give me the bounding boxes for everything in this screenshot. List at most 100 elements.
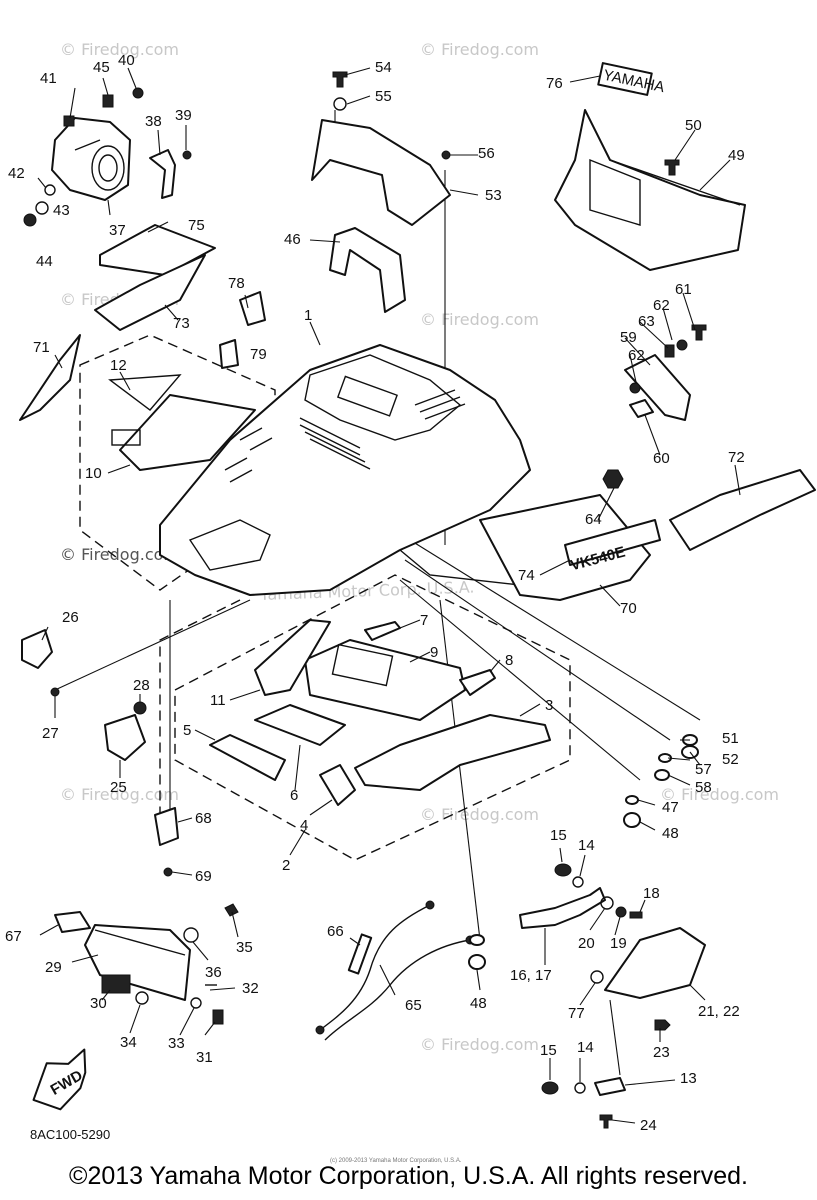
washer bbox=[572, 876, 584, 888]
callout-label: 7 bbox=[420, 612, 428, 629]
callout-label: 49 bbox=[728, 147, 745, 164]
watermark-layer: © Firedog.com © Firedog.com © Firedog.co… bbox=[60, 40, 779, 1054]
nut bbox=[541, 1081, 559, 1095]
callout-label: 79 bbox=[250, 346, 267, 363]
callout-label: 2 bbox=[282, 857, 290, 874]
clip bbox=[664, 159, 680, 176]
callout-label: 6 bbox=[290, 787, 298, 804]
callout-label: 27 bbox=[42, 725, 59, 742]
washer bbox=[44, 184, 56, 196]
callout-label: 30 bbox=[90, 995, 107, 1012]
callout-label: 20 bbox=[578, 935, 595, 952]
callout-label: 43 bbox=[53, 202, 70, 219]
callout-label: 10 bbox=[85, 465, 102, 482]
callout-label: 5 bbox=[183, 722, 191, 739]
callout-label: 12 bbox=[110, 357, 127, 374]
rear-cover bbox=[554, 109, 746, 271]
fwd-arrow-icon: FWD bbox=[32, 1048, 87, 1111]
nut bbox=[615, 906, 627, 918]
bolt bbox=[332, 71, 348, 88]
clip bbox=[654, 1019, 671, 1031]
washer bbox=[333, 97, 347, 111]
callout-label: 51 bbox=[722, 730, 739, 747]
hood bbox=[159, 344, 546, 596]
callout-label: 45 bbox=[93, 59, 110, 76]
callout-label: 9 bbox=[430, 644, 438, 661]
washer bbox=[574, 1082, 586, 1094]
screw bbox=[441, 150, 451, 160]
callout-label: 3 bbox=[545, 697, 553, 714]
hood-vents bbox=[224, 389, 466, 483]
callout-label: 61 bbox=[675, 281, 692, 298]
latch bbox=[594, 1077, 626, 1096]
side-cover bbox=[669, 469, 816, 551]
control-cables bbox=[315, 900, 475, 1041]
watermark: © Firedog.com bbox=[660, 785, 779, 804]
callout-label: 14 bbox=[577, 1039, 594, 1056]
copyright-notice: ©2013 Yamaha Motor Corporation, U.S.A. A… bbox=[69, 1162, 748, 1190]
grommet bbox=[468, 954, 486, 970]
windshield bbox=[311, 119, 451, 226]
spacer bbox=[664, 344, 675, 358]
callout-label: 74 bbox=[518, 567, 535, 584]
callout-label: 16, 17 bbox=[510, 967, 552, 984]
callout-label: 44 bbox=[36, 253, 53, 270]
decal bbox=[94, 254, 206, 331]
washer bbox=[600, 896, 614, 910]
callout-label: 77 bbox=[568, 1005, 585, 1022]
callout-label: 64 bbox=[585, 511, 602, 528]
screw bbox=[163, 867, 173, 877]
callout-label: 29 bbox=[45, 959, 62, 976]
callout-label: 53 bbox=[485, 187, 502, 204]
washer bbox=[35, 201, 49, 215]
callout-label: 14 bbox=[578, 837, 595, 854]
callout-label: 65 bbox=[405, 997, 422, 1014]
callout-label: 58 bbox=[695, 779, 712, 796]
callout-label: 62 bbox=[628, 347, 645, 364]
callout-label: 50 bbox=[685, 117, 702, 134]
callout-label: 13 bbox=[680, 1070, 697, 1087]
callout-label: 15 bbox=[550, 827, 567, 844]
screw bbox=[50, 687, 60, 697]
callout-label: 60 bbox=[653, 450, 670, 467]
callout-label: 47 bbox=[662, 799, 679, 816]
nut bbox=[23, 213, 37, 227]
headlight-housing bbox=[51, 117, 131, 201]
watermark: © Firedog.com bbox=[60, 545, 179, 564]
callout-label: 70 bbox=[620, 600, 637, 617]
callout-label: 39 bbox=[175, 107, 192, 124]
callout-label: 75 bbox=[188, 217, 205, 234]
grommet bbox=[469, 934, 485, 946]
callout-label: 23 bbox=[653, 1044, 670, 1061]
nut bbox=[554, 863, 572, 877]
callout-label: 18 bbox=[643, 885, 660, 902]
callout-label: 25 bbox=[110, 779, 127, 796]
assembly-boundaries bbox=[79, 334, 571, 861]
bracket-arm bbox=[624, 354, 691, 421]
screw bbox=[182, 150, 192, 160]
callout-label: 26 bbox=[62, 609, 79, 626]
windshield-bracket bbox=[329, 227, 406, 313]
callout-label: 1 bbox=[304, 307, 312, 324]
bracket bbox=[21, 629, 53, 669]
callout-label: 69 bbox=[195, 868, 212, 885]
callout-label: 21, 22 bbox=[698, 1003, 740, 1020]
headlight-bracket bbox=[149, 149, 176, 199]
callout-label: 40 bbox=[118, 52, 135, 69]
callout-label: 63 bbox=[638, 313, 655, 330]
belly-pan-group bbox=[108, 374, 551, 806]
bracket bbox=[104, 714, 146, 761]
watermark: © Firedog.com bbox=[60, 40, 179, 59]
callout-leaders bbox=[37, 67, 741, 1124]
callout-label: 56 bbox=[478, 145, 495, 162]
screw bbox=[599, 1114, 613, 1129]
callout-label: 4 bbox=[300, 817, 308, 834]
callout-label: 72 bbox=[728, 449, 745, 466]
clip bbox=[629, 399, 654, 418]
mirror-cover bbox=[604, 927, 706, 999]
callout-label: 38 bbox=[145, 113, 162, 130]
nut bbox=[102, 94, 114, 108]
callout-label: 19 bbox=[610, 935, 627, 952]
callout-label: 55 bbox=[375, 88, 392, 105]
callout-label: 41 bbox=[40, 70, 57, 87]
